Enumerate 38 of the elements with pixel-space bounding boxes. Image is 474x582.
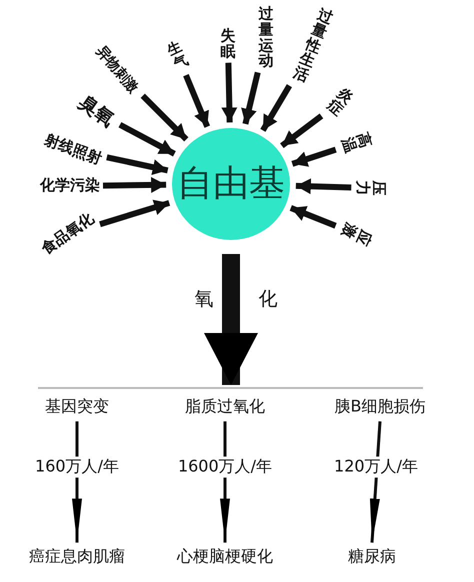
cause-label: 过量性生活	[290, 6, 336, 86]
disease-label: 癌症息肉肌瘤	[29, 548, 125, 566]
arrow	[291, 146, 337, 167]
arrow	[140, 94, 188, 142]
arrow	[260, 84, 292, 132]
arrow-label: 氧	[194, 290, 214, 310]
arrow	[221, 62, 238, 122]
arrow	[99, 200, 170, 228]
cause-label: 高温	[338, 130, 374, 156]
cause-label: 过量运动	[258, 6, 274, 70]
process-label: 基因突变	[45, 398, 109, 416]
disease-label: 糖尿病	[348, 548, 396, 566]
edge-label: 160万人/年	[34, 456, 120, 478]
cause-label: 射线照射	[42, 132, 104, 168]
free-radical-circle: 自由基	[172, 128, 290, 240]
cause-label: 失眠	[220, 28, 236, 60]
process-label: 脂质过氧化	[185, 398, 265, 416]
process-label: 胰B细胞损伤	[334, 398, 426, 416]
disease-label: 心梗脑梗硬化	[177, 548, 273, 566]
arrow	[290, 205, 337, 229]
arrow-label: 化	[258, 290, 278, 310]
cause-label: 炎症	[324, 84, 356, 120]
cause-label: 应激	[338, 220, 374, 248]
cause-label: 压力	[354, 180, 386, 196]
arrow	[118, 122, 176, 156]
edge-label: 1600万人/年	[176, 456, 274, 478]
arrow	[106, 154, 168, 176]
divider-bar	[38, 387, 423, 389]
arrow	[280, 114, 324, 148]
cause-label: 化学污染	[40, 178, 100, 194]
cause-label: 生气	[165, 40, 191, 72]
arrow	[102, 177, 166, 193]
cause-label: 食品氧化	[38, 210, 98, 258]
arrow	[204, 254, 258, 385]
arrow	[296, 178, 352, 194]
arrow	[183, 74, 210, 128]
edge-label: 120万人/年	[333, 456, 419, 478]
arrow	[241, 72, 261, 125]
